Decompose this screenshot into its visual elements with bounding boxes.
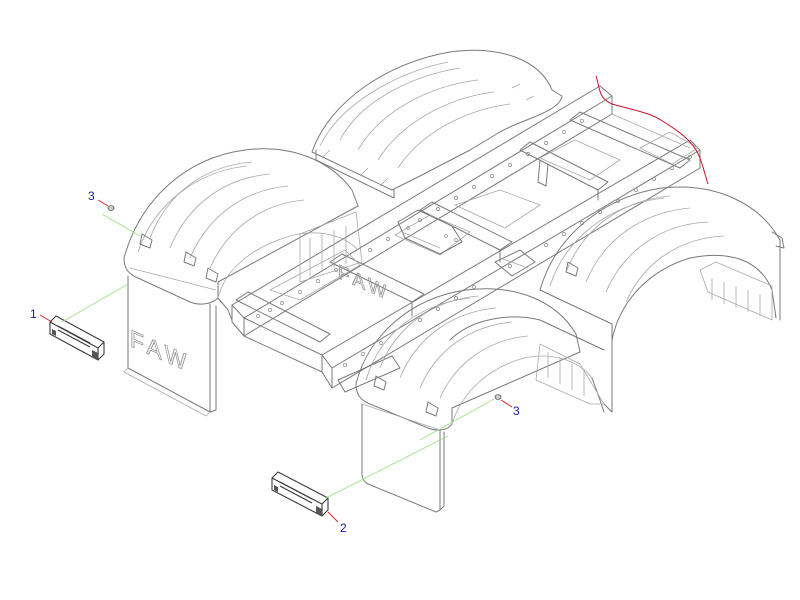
rear-fender-top <box>311 49 563 199</box>
callout-3a-label: 3 <box>88 189 95 203</box>
inner-emboss: FAW <box>338 261 390 305</box>
callout-1: 1 <box>30 307 53 323</box>
rear-inner-arch: FAW <box>299 211 605 405</box>
mudflap-emboss-left: FAW <box>130 325 190 378</box>
fastener-3a <box>107 205 115 211</box>
callout-2-label: 2 <box>340 521 347 535</box>
front-left-fender <box>123 148 359 321</box>
callout-3a: 3 <box>88 189 109 207</box>
callout-2: 2 <box>327 511 347 535</box>
fastener-3b <box>494 394 502 400</box>
leader-lines <box>61 213 495 499</box>
reflector-2 <box>271 471 329 517</box>
callout-3b-label: 3 <box>513 404 520 418</box>
callout-3b: 3 <box>500 399 520 418</box>
front-left-mudflap: FAW <box>123 275 217 417</box>
chassis-frame <box>231 75 709 393</box>
rear-right-fender <box>539 186 785 413</box>
front-right-mudflap <box>361 403 445 513</box>
reflector-1 <box>49 315 105 361</box>
frame-cut-line <box>595 75 709 185</box>
callout-1-label: 1 <box>30 307 37 321</box>
front-right-fender <box>355 288 605 431</box>
